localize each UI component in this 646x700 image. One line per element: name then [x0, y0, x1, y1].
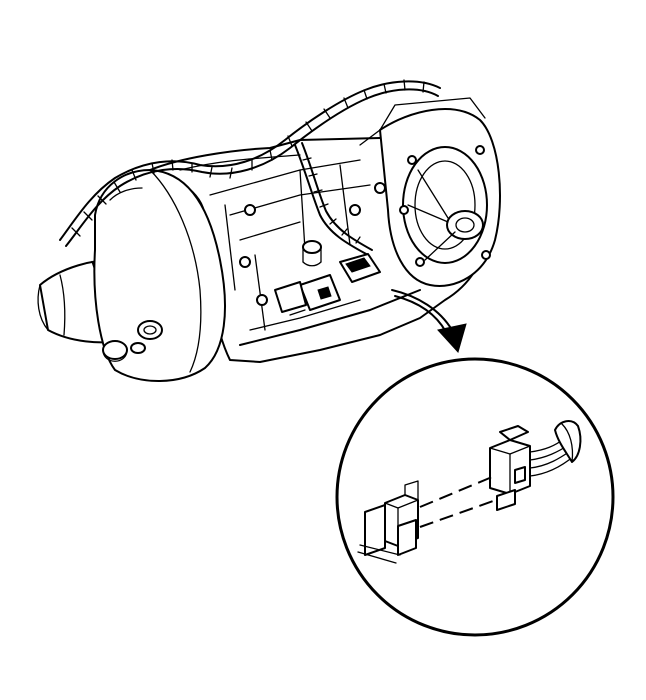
torque-converter-housing [93, 169, 226, 382]
detail-circle [335, 357, 615, 637]
connector-detail [357, 420, 582, 564]
alignment-line-upper [419, 476, 493, 508]
bell-housing [359, 97, 501, 287]
harness-connector-half [489, 420, 582, 511]
detail-callout-arrow [391, 289, 467, 354]
case-connector-half [357, 480, 419, 564]
connector-location [274, 253, 381, 316]
alignment-line-lower [419, 499, 497, 528]
wiring-harness [59, 79, 441, 256]
